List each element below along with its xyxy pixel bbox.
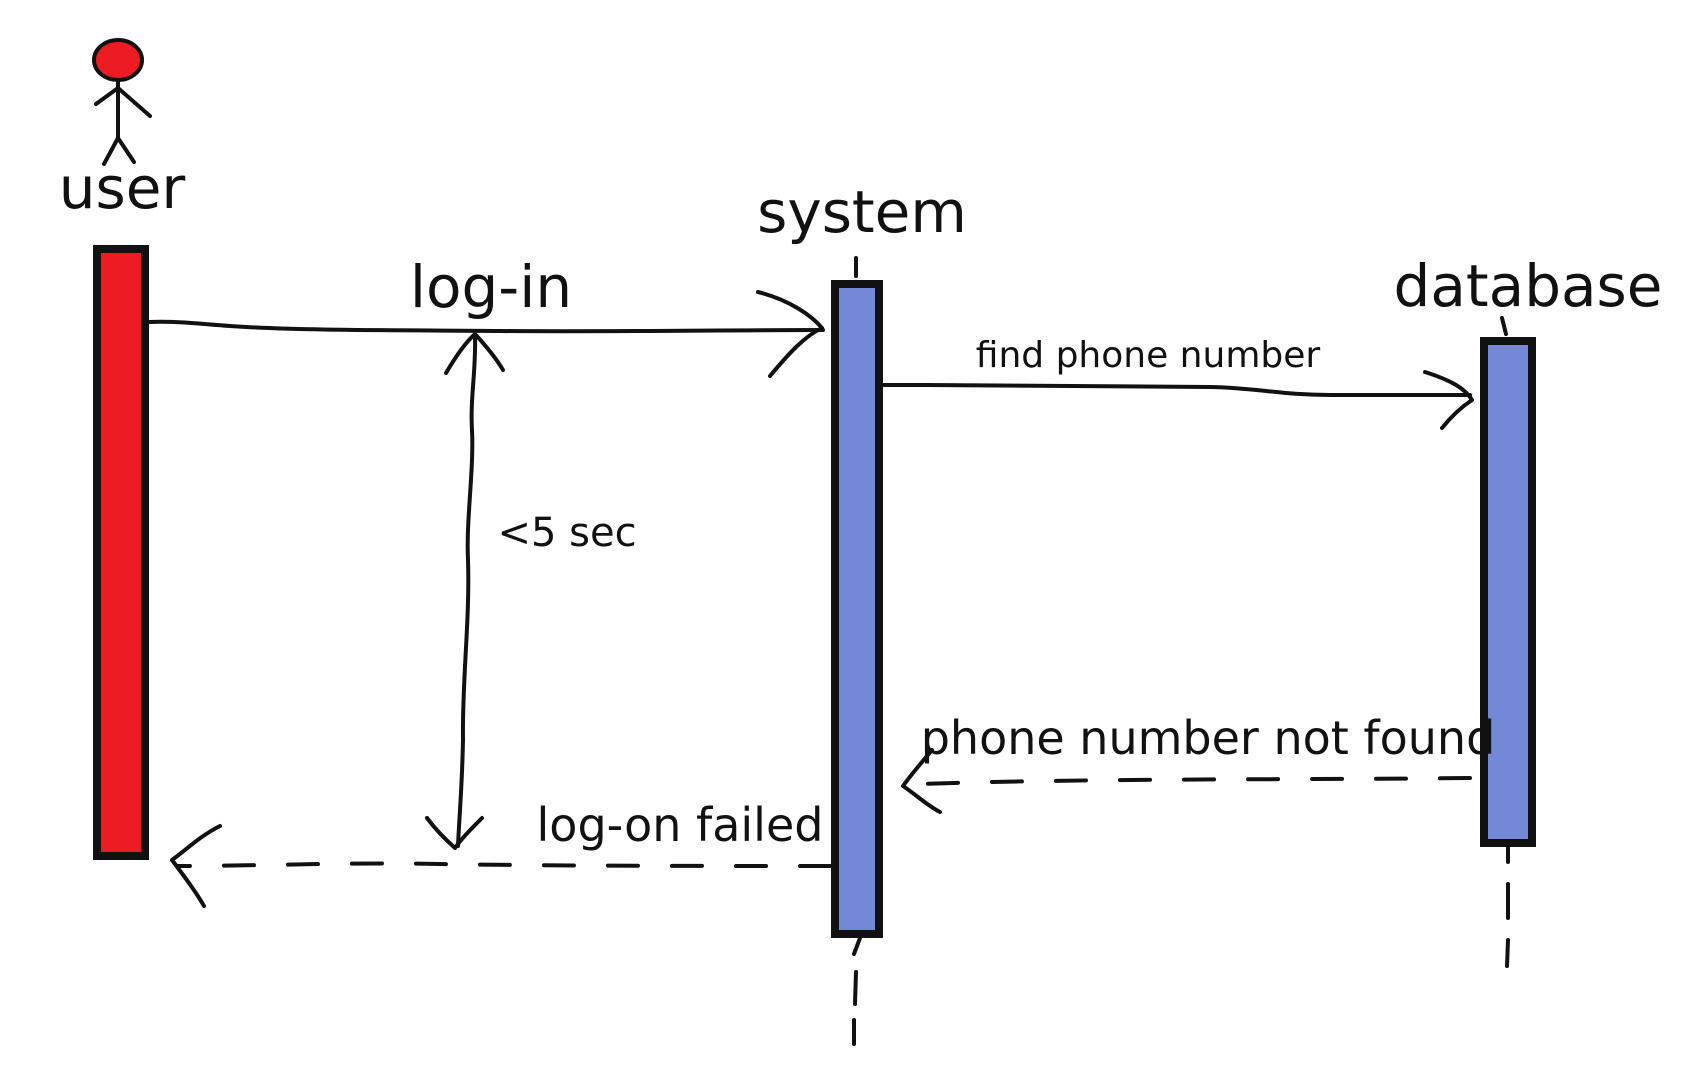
user-actor-head	[92, 38, 144, 82]
login-label: log-in	[410, 253, 572, 321]
not-found-arrowhead	[901, 748, 942, 814]
user-actor-arms	[94, 86, 152, 118]
login-arrow-line	[147, 319, 825, 334]
system-lifeline-bottom	[852, 936, 862, 1046]
find-phone-label: find phone number	[976, 335, 1321, 376]
system-label: system	[757, 178, 967, 246]
database-label: database	[1394, 252, 1663, 320]
timing-constraint-bottom-arrowhead	[425, 816, 484, 850]
not-found-label: phone number not found	[921, 711, 1496, 765]
not-found-arrow-line	[918, 776, 1472, 786]
user-actor	[92, 38, 152, 166]
logon-failed-arrow-line	[176, 861, 832, 868]
find-phone-arrowhead	[1423, 370, 1474, 430]
login-arrowhead	[756, 290, 824, 378]
timing-constraint-top-arrowhead	[444, 332, 505, 375]
system-activation-bar	[831, 280, 883, 938]
database-lifeline-top	[1500, 316, 1508, 336]
logon-failed-arrowhead	[170, 824, 222, 908]
user-activation-bar	[93, 245, 149, 860]
database-lifeline-bottom	[1505, 846, 1510, 968]
logon-failed-label: log-on failed	[537, 798, 824, 852]
user-actor-legs	[102, 136, 136, 166]
timing-constraint-label: <5 sec	[497, 510, 636, 556]
find-phone-arrow-line	[882, 383, 1472, 397]
timing-constraint-line	[456, 336, 478, 848]
user-label: user	[59, 154, 186, 222]
database-activation-bar	[1480, 337, 1536, 847]
